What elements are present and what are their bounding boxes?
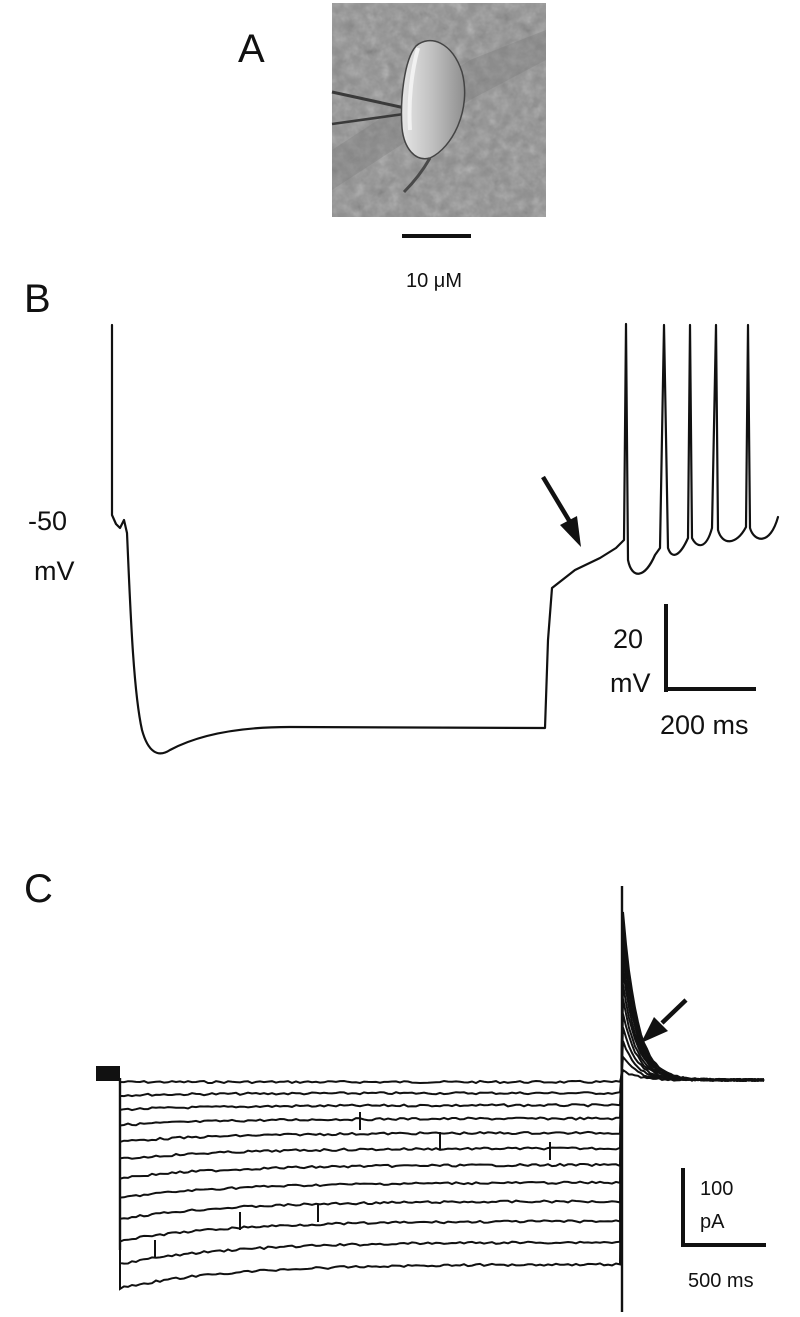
micrograph xyxy=(331,3,546,217)
panel-c-scale-bar-x-label: 500 ms xyxy=(688,1270,754,1292)
panel-c-label: C xyxy=(24,867,53,911)
current-trace-8 xyxy=(96,969,765,1199)
arrow-indicator-b xyxy=(541,475,581,547)
holding-block xyxy=(96,1066,120,1080)
arrow-indicator-c xyxy=(641,998,688,1043)
current-trace-3 xyxy=(96,1040,765,1112)
panel-b-scale-bar-x-label: 200 ms xyxy=(660,710,749,740)
panel-c-scale-bar xyxy=(681,1168,766,1247)
current-trace-11 xyxy=(96,926,765,1265)
panel-c-scale-bar-y-value: 100 xyxy=(700,1178,733,1200)
cell-soma xyxy=(400,39,466,160)
panel-a-scale-bar-label: 10 μM xyxy=(406,270,462,292)
current-trace-10 xyxy=(96,941,765,1244)
panel-b-voltage-marker-value: -50 xyxy=(28,506,67,536)
panel-b-scale-bar-y-unit: mV xyxy=(610,668,651,698)
voltage-trace xyxy=(110,322,780,755)
panel-a-label: A xyxy=(238,27,265,71)
current-trace-12 xyxy=(96,911,765,1291)
current-traces xyxy=(96,886,765,1312)
current-trace-9 xyxy=(96,954,765,1220)
panel-b-scale-bar xyxy=(664,604,756,692)
panel-b-voltage-marker-unit: mV xyxy=(34,556,75,586)
panel-b-scale-bar-y-value: 20 xyxy=(613,624,643,654)
panel-b-label: B xyxy=(24,277,51,321)
panel-c-scale-bar-y-unit: pA xyxy=(700,1211,725,1233)
